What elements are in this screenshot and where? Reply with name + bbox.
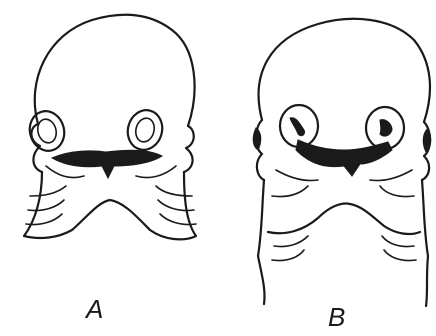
panel-a-head-outline <box>35 15 195 126</box>
panel-a-left-arch-fold-1 <box>30 186 66 196</box>
panel-a-drawing <box>24 15 196 240</box>
panel-b-right-arch-fold-3 <box>384 250 416 261</box>
panel-b-left-arch-fold-2 <box>274 236 308 247</box>
panel-b-right-ear-dark <box>423 128 431 152</box>
panel-a-right-side <box>184 126 194 172</box>
panel-b-jaw-outline <box>258 180 265 304</box>
panel-a-left-nasal-pit-inner <box>35 117 59 145</box>
panel-b-left-arch-fold-1 <box>272 186 308 197</box>
panel-a-right-nasal-pit-inner <box>133 116 157 144</box>
panel-b-left-prominence <box>276 170 318 181</box>
panel-b-left-ear-dark <box>253 128 261 150</box>
panel-a-right-nasal-pit-outer <box>123 106 166 153</box>
panel-b-jaw-outline-right <box>422 180 428 306</box>
panel-a-left-arch-fold-2 <box>28 200 64 211</box>
panel-b-stomodeum <box>296 140 392 176</box>
panel-a-jaw-outline <box>24 172 196 239</box>
panel-b-left-nasal-groove <box>290 118 305 136</box>
panel-b-right-nasal-groove <box>380 120 392 136</box>
panel-label-b: B <box>328 304 345 330</box>
panel-b-drawing <box>253 19 431 306</box>
panel-label-a: A <box>86 296 103 322</box>
panel-b-right-arch-fold-1 <box>380 186 414 197</box>
panel-a-right-prominence <box>136 166 176 178</box>
panel-a-right-arch-fold-2 <box>158 200 194 211</box>
panel-b-mandibular-arch <box>268 204 420 234</box>
panel-a-stomodeum <box>52 150 162 178</box>
panel-b-head-outline <box>259 19 430 122</box>
panel-a-left-prominence <box>46 166 84 178</box>
panel-a-right-arch-fold-1 <box>156 186 192 196</box>
panel-b-right-arch-fold-2 <box>382 236 414 247</box>
panel-b-right-prominence <box>370 170 412 181</box>
panel-b-left-arch-fold-3 <box>272 250 304 261</box>
